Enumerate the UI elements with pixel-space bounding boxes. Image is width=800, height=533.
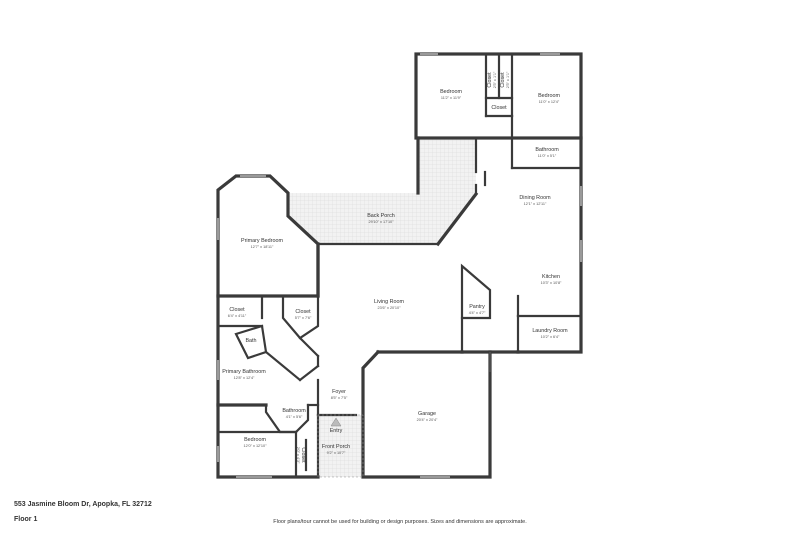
bedroom-sw-dim: 12'0" x 12'10" — [244, 444, 268, 448]
living-room-dim: 23'6" x 20'10" — [378, 306, 402, 310]
closet-a-name: Closet — [487, 72, 493, 88]
closet-s-name: Closet — [300, 447, 306, 463]
closet-top-name: Closet — [491, 105, 507, 111]
bathroom-s-dim: 4'1" x 5'6" — [286, 415, 303, 419]
floor-label: Floor 1 — [14, 516, 38, 523]
garage-walls — [361, 349, 492, 479]
top-bedroom-wing — [414, 52, 583, 140]
closet-b-name: Closet — [500, 72, 506, 88]
front-porch-dashes — [317, 414, 364, 478]
foyer-name: Foyer — [332, 389, 346, 395]
closet-w-dim: 6'4" x 4'11" — [228, 314, 247, 318]
kitchen-dim: 10'3" x 10'8" — [541, 281, 562, 285]
front-porch-dim: 9'2" x 10'7" — [327, 451, 346, 455]
closet-a-dim: 2'5" x 1'1" — [493, 71, 497, 88]
garage-dim: 20'4" x 20'4" — [417, 418, 438, 422]
room-labels: Bedroom 11'2" x 11'9" Bedroom 11'0" x 12… — [222, 71, 568, 464]
primary-bathroom-dim: 12'8" x 12'4" — [234, 376, 255, 380]
dining-room-name: Dining Room — [519, 195, 551, 201]
south-wing — [216, 378, 358, 479]
east-wing — [460, 136, 583, 354]
disclaimer-text: Floor plans/tour cannot be used for buil… — [273, 519, 527, 525]
bath-name: Bath — [245, 338, 256, 344]
garage-name: Garage — [418, 411, 436, 417]
pantry-name: Pantry — [469, 304, 485, 310]
closet-e-name: Closet — [295, 309, 311, 315]
kitchen-name: Kitchen — [542, 274, 560, 280]
dining-room-dim: 12'1" x 12'11" — [524, 202, 547, 206]
primary-bedroom-dim: 12'7" x 18'11" — [251, 245, 274, 249]
front-porch-name: Front Porch — [322, 444, 350, 450]
back-porch-floor — [288, 138, 476, 244]
entry-marker — [330, 417, 342, 427]
entry-name: Entry — [330, 428, 343, 434]
primary-bedroom-walls — [216, 174, 320, 298]
closet-s-dim: 2'0" x 4'3" — [296, 447, 300, 464]
bedroom-nw-dim: 11'2" x 11'9" — [441, 96, 462, 100]
laundry-room-name: Laundry Room — [532, 328, 568, 334]
bathroom-ne-name: Bathroom — [535, 147, 559, 153]
back-porch-name: Back Porch — [367, 213, 395, 219]
closet-b-dim: 2'5" x 1'1" — [506, 71, 510, 88]
primary-bathroom-name: Primary Bathroom — [222, 369, 266, 375]
living-room-walls — [316, 242, 464, 368]
bathroom-ne-dim: 11'0" x 5'1" — [538, 154, 557, 158]
address-label: 553 Jasmine Bloom Dr, Apopka, FL 32712 — [14, 501, 152, 508]
foyer-dim: 8'5" x 7'5" — [331, 396, 348, 400]
closet-e-dim: 5'7" x 7'6" — [295, 316, 312, 320]
bedroom-nw-name: Bedroom — [440, 89, 462, 95]
living-room-name: Living Room — [374, 299, 404, 305]
back-porch-dim: 29'10" x 17'10" — [368, 220, 394, 224]
closet-w-name: Closet — [229, 307, 245, 313]
bedroom-ne-name: Bedroom — [538, 93, 560, 99]
bedroom-sw-name: Bedroom — [244, 437, 266, 443]
bathroom-s-name: Bathroom — [282, 408, 306, 414]
pantry-dim: 4'4" x 4'7" — [469, 311, 486, 315]
primary-bedroom-name: Primary Bedroom — [241, 238, 283, 244]
bedroom-ne-dim: 11'0" x 12'4" — [539, 100, 560, 104]
back-porch — [316, 136, 479, 247]
laundry-room-dim: 10'2" x 6'4" — [541, 335, 560, 339]
